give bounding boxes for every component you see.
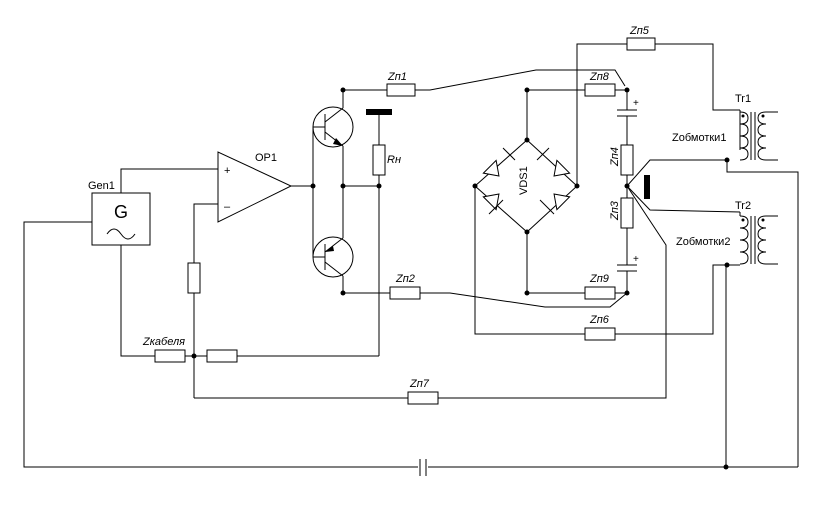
feedback-resistor [187, 262, 201, 294]
zp1-label: Zп1 [387, 71, 407, 83]
opamp-label: OP1 [255, 152, 277, 164]
capacitor-bottom [617, 264, 637, 272]
transformer-tr2 [739, 215, 778, 265]
resistor-zp1 [386, 83, 416, 97]
junction-dots [191, 87, 730, 470]
cap-bottom-plus: + [633, 254, 639, 265]
zcable-label: Zкабеля [142, 336, 185, 348]
ground-marker-right [644, 175, 650, 199]
transformer-tr1 [739, 111, 778, 161]
generator-gen1: G Gen1 [88, 180, 151, 246]
winding1-label: Zобмотки1 [672, 132, 726, 144]
zp4-label: Zп4 [609, 147, 621, 167]
ground-marker-top [366, 109, 392, 115]
zp7-label: Zп7 [409, 378, 430, 390]
winding2-label: Zобмотки2 [676, 236, 730, 248]
resistor-zp5 [626, 37, 656, 51]
diode-bridge-vds1 [474, 139, 578, 233]
zp3-label: Zп3 [609, 200, 621, 221]
transistor-bottom [312, 236, 354, 278]
zp9-label: Zп9 [589, 273, 609, 285]
capacitor-top [617, 109, 637, 117]
resistor-sense [206, 349, 238, 363]
cap-top-plus: + [633, 98, 639, 109]
sine-wave-icon [106, 228, 136, 240]
resistor-zp9 [584, 286, 616, 300]
zp5-label: Zп5 [629, 25, 650, 37]
opamp-minus-sign: – [224, 201, 231, 213]
zp6-label: Zп6 [589, 314, 610, 326]
load-resistor-rn [372, 144, 386, 176]
resistor-zp6 [584, 327, 616, 341]
generator-symbol: G [114, 202, 128, 222]
resistor-zp4 [620, 144, 634, 176]
coupling-capacitor [419, 459, 427, 476]
opamp-op1: + – OP1 [217, 151, 293, 223]
generator-label: Gen1 [88, 180, 115, 192]
resistor-zp3 [620, 197, 634, 229]
zp2-label: Zп2 [395, 273, 415, 285]
vds1-label: VDS1 [518, 166, 530, 195]
resistor-zp8 [584, 83, 616, 97]
resistor-zcable [154, 349, 186, 363]
tr1-label: Tr1 [735, 93, 751, 105]
tr2-label: Tr2 [735, 200, 751, 212]
resistor-zp7 [407, 391, 439, 405]
opamp-plus-sign: + [224, 165, 230, 177]
zp8-label: Zп8 [589, 71, 610, 83]
resistor-zp2 [389, 286, 421, 300]
rn-label: Rн [387, 154, 401, 166]
